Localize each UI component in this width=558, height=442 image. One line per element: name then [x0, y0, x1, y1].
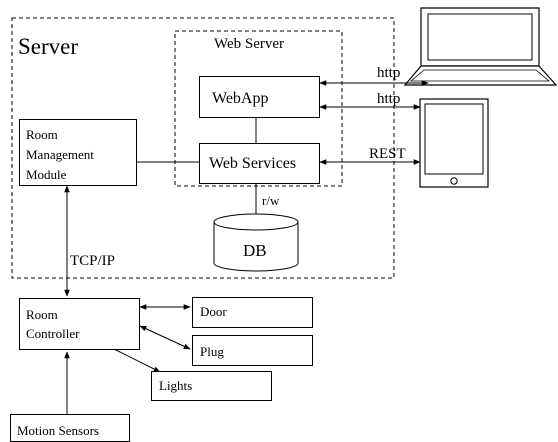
server-title: Server — [18, 34, 79, 59]
web-services-box: Web Services — [199, 143, 320, 184]
motion-sensors-box: Motion Sensors — [10, 414, 130, 442]
webapp-box: WebApp — [199, 76, 320, 118]
motion-sensors-label: Motion Sensors — [17, 423, 99, 438]
laptop-icon — [403, 7, 558, 86]
lights-arrow — [109, 346, 161, 373]
http-label-1: http — [377, 65, 401, 81]
web-server-title: Web Server — [214, 36, 285, 52]
rest-label: REST — [369, 146, 406, 162]
room-management-box: Room Management Module — [19, 119, 137, 186]
lights-box: Lights — [151, 371, 272, 401]
database-icon — [213, 213, 299, 272]
room-controller-label: Room Controller — [26, 307, 80, 341]
plug-arrow — [139, 325, 191, 350]
room-controller-box: Room Controller — [19, 298, 140, 350]
db-link-label: r/w — [262, 193, 280, 208]
db-label: DB — [243, 241, 267, 260]
server-boundary — [11, 17, 395, 279]
door-label: Door — [200, 304, 227, 319]
web-services-label: Web Services — [209, 155, 297, 172]
http-label-2: http — [377, 91, 401, 107]
room-management-label: Room Management Module — [26, 127, 94, 182]
lights-label: Lights — [159, 378, 193, 393]
tablet-icon — [419, 98, 489, 188]
door-box: Door — [192, 297, 313, 328]
webapp-label: WebApp — [212, 90, 269, 107]
tcpip-label: TCP/IP — [70, 253, 116, 269]
plug-label: Plug — [200, 344, 224, 359]
plug-box: Plug — [192, 335, 313, 366]
